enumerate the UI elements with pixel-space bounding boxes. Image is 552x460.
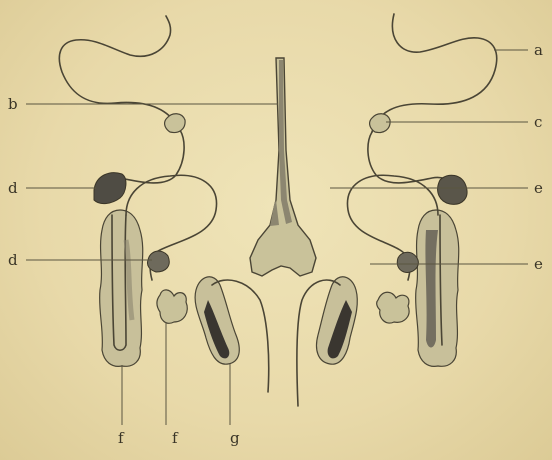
left-c-knob <box>165 114 185 133</box>
central-stalk <box>250 58 316 276</box>
left-d-upper-dark <box>94 173 126 204</box>
label-c: c <box>534 113 542 131</box>
right-upper-loop <box>368 14 497 200</box>
label-e-upper: e <box>534 179 543 197</box>
label-e-lower: e <box>534 255 543 273</box>
label-b: b <box>8 95 18 113</box>
right-c-knob <box>370 114 390 133</box>
label-a: a <box>534 41 543 59</box>
right-hook <box>317 277 358 364</box>
left-f-knob <box>157 290 187 323</box>
left-d-lower-dark <box>147 251 169 272</box>
left-upper-loop <box>59 16 184 200</box>
right-gland <box>416 210 459 366</box>
right-knob <box>377 292 409 323</box>
label-g: g <box>230 429 240 447</box>
label-d-upper: d <box>8 179 18 197</box>
left-g-hook <box>195 277 239 425</box>
right-e-lower-dark <box>397 252 418 272</box>
label-f-right: f <box>172 429 179 447</box>
label-d-lower: d <box>8 251 18 269</box>
left-gland-f <box>100 210 143 425</box>
label-f-left: f <box>118 429 125 447</box>
right-e-upper-dark <box>438 175 467 204</box>
